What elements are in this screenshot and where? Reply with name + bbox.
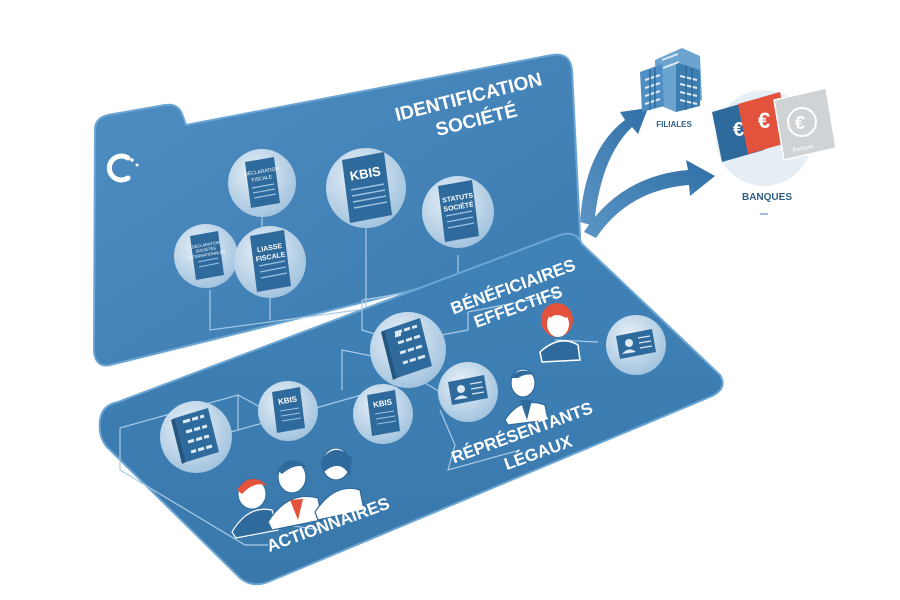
- doc-declaration-label-2: FISCALE: [251, 174, 273, 184]
- doc-declaration-fiscale: DÉCLARATION FISCALE: [228, 149, 296, 217]
- doc-statuts-societe: STATUTS SOCIÉTÉ: [422, 176, 494, 248]
- bank-card-text: Banque: [792, 144, 814, 154]
- arrow-to-filiales: [580, 108, 648, 226]
- filiales-label: FILIALES: [656, 120, 692, 129]
- banques-label: BANQUES: [742, 192, 792, 203]
- doc-kbis-small-1: KBIS: [258, 381, 318, 441]
- euro-icon-1: €: [733, 119, 744, 141]
- arrow-to-banques: [584, 160, 715, 238]
- euro-icon-3: €: [795, 113, 805, 133]
- building-icon-actionnaires: [160, 401, 232, 473]
- person-beneficiaire: [539, 303, 581, 363]
- doc-declaration-internationale: DÉCLARATION SOCIÉTÉS INTERNATIONALES: [174, 224, 238, 288]
- doc-kbis-small-2: KBIS: [353, 384, 413, 444]
- id-card-icon-beneficiaire: [606, 315, 666, 375]
- doc-liasse-fiscale: LIASSE FISCALE: [234, 226, 306, 298]
- people-actionnaires: [231, 447, 365, 539]
- doc-kbis-small-2-label: KBIS: [372, 397, 393, 409]
- banques-cards-icon: € € € Banque: [712, 87, 837, 186]
- person-representant: [504, 368, 549, 426]
- brand-logo: [106, 153, 139, 183]
- doc-kbis-label: KBIS: [349, 163, 383, 183]
- doc-small-label-2: SOCIÉTÉS: [195, 245, 216, 253]
- building-icon-center: [370, 312, 446, 388]
- doc-kbis-main: KBIS: [326, 148, 406, 228]
- doc-small-label-1: DÉCLARATION: [191, 240, 220, 250]
- euro-icon-2: €: [758, 108, 770, 133]
- doc-kbis-small-1-label: KBIS: [277, 394, 298, 406]
- doc-small-label-3: INTERNATIONALES: [188, 249, 226, 260]
- filiales-buildings-icon: [640, 48, 702, 112]
- id-card-icon-representant: [438, 362, 498, 422]
- doc-liasse-label-1: LIASSE: [257, 243, 283, 254]
